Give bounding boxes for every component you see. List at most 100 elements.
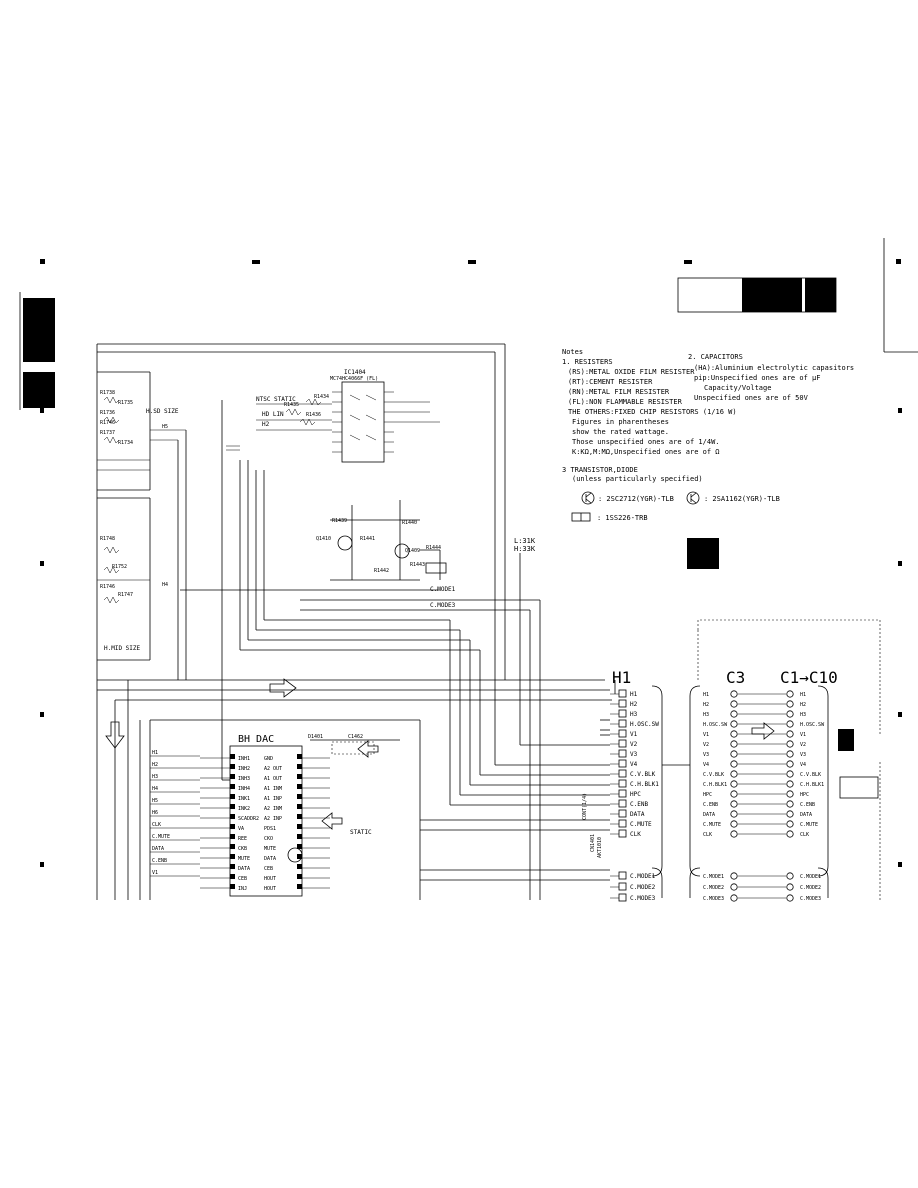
dac-pin-left: VA xyxy=(238,826,244,832)
dac-pin xyxy=(297,804,302,809)
pin-circle xyxy=(786,790,794,798)
pin-box xyxy=(618,689,627,698)
pin-circle xyxy=(730,720,738,728)
pin-circle xyxy=(786,780,794,788)
dac-pin xyxy=(297,874,302,879)
pin-box xyxy=(618,779,627,788)
dac-pin xyxy=(230,884,235,889)
svg-text:R1747: R1747 xyxy=(118,592,133,598)
pin-box xyxy=(618,719,627,728)
pin-box xyxy=(618,809,627,818)
svg-text:R1735: R1735 xyxy=(118,400,133,406)
h1-title: H1 xyxy=(612,668,631,687)
svg-text:: 1SS226-TRB: : 1SS226-TRB xyxy=(597,514,648,522)
svg-text:Figures in pharentheses: Figures in pharentheses xyxy=(572,418,669,426)
pin-box xyxy=(618,799,627,808)
arrow-left-icon-2 xyxy=(321,812,343,830)
pin-circle xyxy=(730,800,738,808)
dac-pin xyxy=(230,844,235,849)
h1-pin-label: H.OSC.SW xyxy=(630,721,659,728)
h1-pin-label: C.MUTE xyxy=(630,821,652,828)
bh-dac-ic: BH DAC INH1INH2INH3INH4INK1INK2SCADDR2VA… xyxy=(200,734,375,897)
pin-circle xyxy=(730,710,738,718)
dac-pin-right: GND xyxy=(264,756,273,762)
h1-pin-label: C.ENB xyxy=(630,801,648,808)
svg-text:pip:Unspecified ones are of μF: pip:Unspecified ones are of μF xyxy=(694,374,820,382)
transistor-stage: Q1410 Q1409 R1443 R1441 R1444 R1442 R144… xyxy=(316,518,447,574)
dac-pin-right: A1 INP xyxy=(264,796,282,802)
c1-pin-label: V4 xyxy=(800,762,806,768)
svg-text:Capacity/Voltage: Capacity/Voltage xyxy=(704,384,771,392)
dac-pin xyxy=(297,774,302,779)
h1-pin-label: V2 xyxy=(630,741,638,748)
q1410-transistor-icon xyxy=(337,535,353,551)
pin-circle xyxy=(786,872,794,880)
svg-text:(RN):METAL FILM RESISTER: (RN):METAL FILM RESISTER xyxy=(568,388,670,396)
marker-block xyxy=(687,538,719,569)
notes-block: Notes 1. RESISTERS (RS):METAL OXIDE FILM… xyxy=(562,348,854,522)
dac-pin xyxy=(297,864,302,869)
q1409-transistor-icon xyxy=(394,543,410,559)
pin-circle xyxy=(786,820,794,828)
npn-transistor-icon xyxy=(581,491,595,505)
h1-pin-label: HPC xyxy=(630,791,641,798)
svg-text:R1434: R1434 xyxy=(314,394,329,400)
pin-circle xyxy=(786,730,794,738)
pin-box xyxy=(618,739,627,748)
svg-text:(unless particularly specified: (unless particularly specified) xyxy=(572,475,703,483)
svg-text:: 2SA1162(YGR)-TLB: : 2SA1162(YGR)-TLB xyxy=(704,495,780,503)
svg-text:D1401: D1401 xyxy=(308,734,323,740)
dac-pin xyxy=(297,854,302,859)
pin-box xyxy=(618,819,627,828)
svg-text:R1738: R1738 xyxy=(100,390,115,396)
pin-circle xyxy=(786,830,794,838)
bh-dac-title: BH DAC xyxy=(238,734,274,745)
dac-pin-right: A2 OUT xyxy=(264,766,282,772)
c3-pin-label: HPC xyxy=(703,792,712,798)
svg-text:R1440: R1440 xyxy=(402,520,417,526)
c1-pin-label: H1 xyxy=(800,692,806,698)
pin-circle xyxy=(786,770,794,778)
dac-pin-left: INH1 xyxy=(238,756,250,762)
dac-pin-left: DATA xyxy=(238,866,250,872)
net-label: V1 xyxy=(152,870,158,876)
net-label: CLK xyxy=(152,822,161,828)
pin-circle xyxy=(786,720,794,728)
arrow-right-icon-2 xyxy=(751,722,775,740)
dac-pin xyxy=(230,804,235,809)
svg-text:R1439: R1439 xyxy=(332,518,347,524)
pin-circle xyxy=(786,894,794,902)
c3-pin-label: H.OSC.SW xyxy=(703,722,728,728)
dac-pin-right: A1 INM xyxy=(264,786,282,792)
pin-circle xyxy=(730,820,738,828)
c3-pin-label: DATA xyxy=(703,812,715,818)
index-box xyxy=(839,776,879,799)
net-label: DATA xyxy=(152,846,164,852)
svg-text:R1441: R1441 xyxy=(360,536,375,542)
h1-pin-label: H1 xyxy=(630,691,638,698)
dac-pin xyxy=(297,794,302,799)
pin-circle xyxy=(730,780,738,788)
dac-pin-right: PDS1 xyxy=(264,826,276,832)
svg-text:H4: H4 xyxy=(162,582,168,588)
svg-text:K:KΩ,M:MΩ,Unspecified ones are: K:KΩ,M:MΩ,Unspecified ones are of Ω xyxy=(572,448,720,456)
svg-text:R1736: R1736 xyxy=(100,410,115,416)
dac-pin xyxy=(230,824,235,829)
svg-text:show the rated wattage.: show the rated wattage. xyxy=(572,428,669,436)
pin-circle xyxy=(730,872,738,880)
pin-box xyxy=(618,749,627,758)
h1-pin-label: V1 xyxy=(630,731,638,738)
pin-circle xyxy=(730,830,738,838)
pin-circle xyxy=(786,760,794,768)
svg-text:R1752: R1752 xyxy=(112,564,127,570)
dac-pin xyxy=(230,864,235,869)
h1-pin-label-lower: C.MODE3 xyxy=(630,895,656,902)
svg-text:R1443: R1443 xyxy=(410,562,425,568)
svg-text:STATIC: STATIC xyxy=(350,829,372,836)
dac-pin-right: A1 OUT xyxy=(264,776,282,782)
dac-pin xyxy=(297,814,302,819)
pin-circle xyxy=(786,750,794,758)
c3-pin-label: V1 xyxy=(703,732,709,738)
